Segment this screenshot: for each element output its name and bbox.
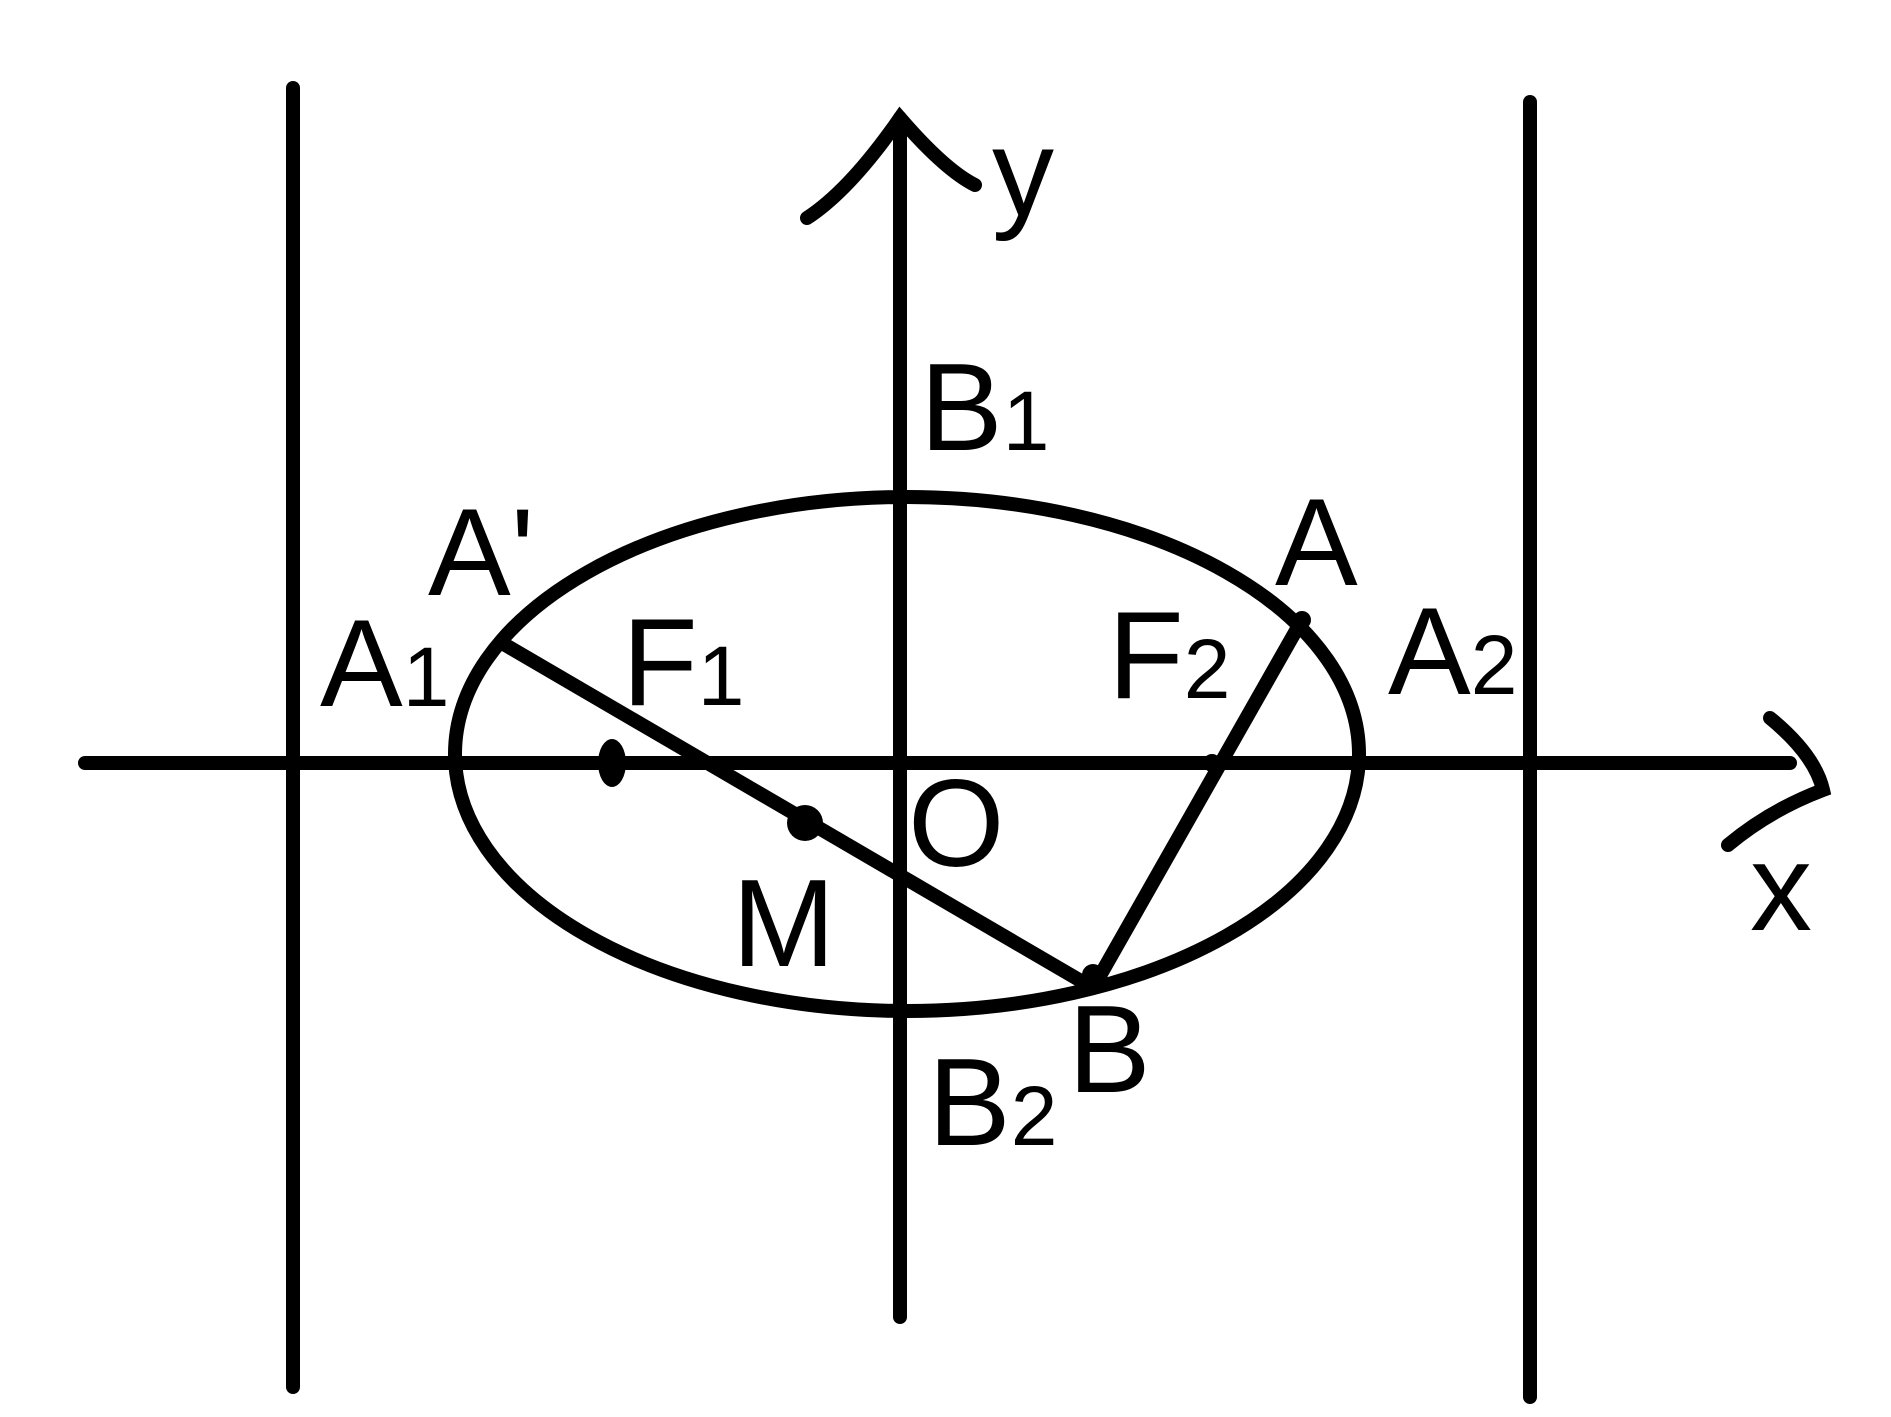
ellipse — [448, 490, 1366, 1018]
origin-label: O — [908, 755, 1004, 893]
y-axis-arrowhead — [800, 106, 982, 225]
label-a-prime: A' — [428, 484, 534, 622]
x-axis-arrowhead — [1721, 711, 1832, 852]
label-f1: F1 — [622, 594, 744, 732]
label-a1: A1 — [320, 595, 449, 733]
point-b-dot — [1082, 964, 1104, 986]
label-a: A — [1275, 474, 1358, 612]
label-f2: F2 — [1108, 587, 1230, 725]
y-axis-label: y — [992, 104, 1054, 242]
point-a-dot — [1293, 611, 1311, 629]
label-b1: B1 — [920, 339, 1049, 477]
midpoint-m-point — [787, 805, 823, 841]
label-a2: A2 — [1388, 583, 1517, 721]
label-b: B — [1068, 981, 1151, 1119]
focus-f2-point — [1203, 754, 1221, 772]
chord-a-b — [1086, 613, 1309, 995]
label-m: M — [732, 855, 835, 993]
label-b2: B2 — [928, 1034, 1057, 1172]
x-axis-label: x — [1750, 819, 1812, 957]
focus-f1-point — [598, 739, 626, 787]
